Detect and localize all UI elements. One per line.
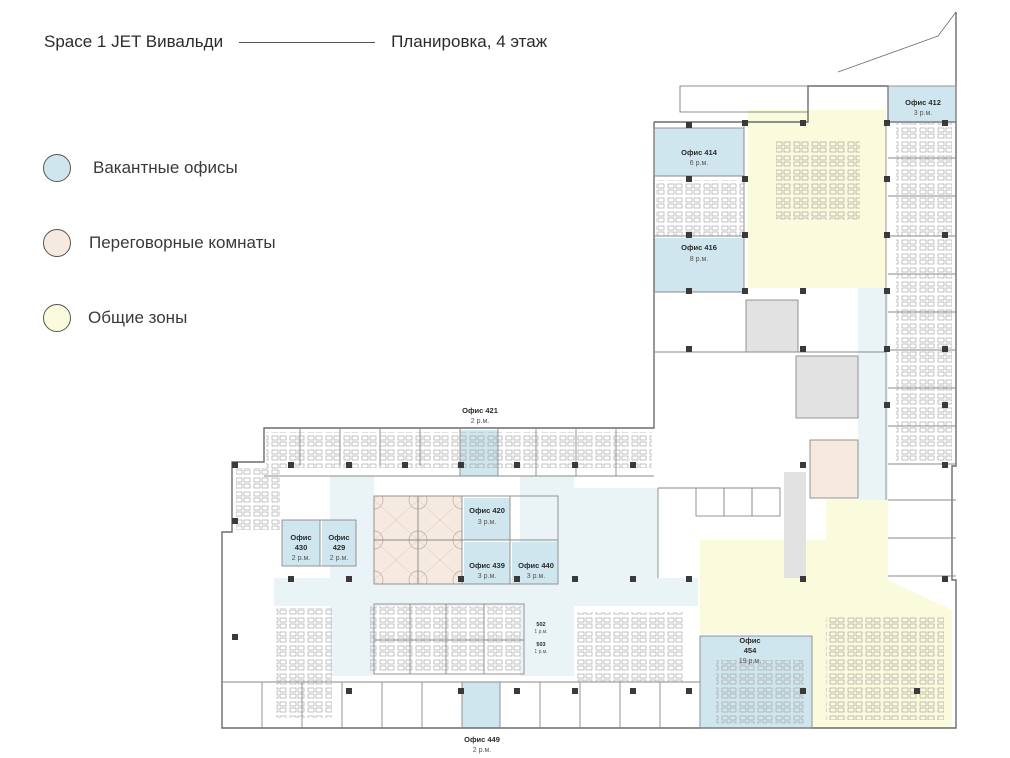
office-412-seats: 3 р.м.: [914, 110, 932, 117]
office-449-seats: 2 р.м.: [473, 747, 491, 754]
office-412-area: [888, 86, 956, 122]
office-429-label: Офис: [328, 533, 349, 542]
office-439-label: Офис 439: [469, 561, 505, 570]
desks-454: [716, 660, 804, 724]
corridor-hall: [574, 488, 658, 578]
office-430-area: [282, 520, 320, 566]
office-414-area: [654, 128, 744, 176]
meeting-room-b: [810, 440, 858, 498]
core-shaft: [784, 472, 806, 578]
office-454-seats: 19 р.м.: [739, 658, 761, 665]
office-420-label: Офис 420: [469, 506, 505, 515]
desks-south2: [576, 612, 684, 682]
office-454-number: 454: [744, 646, 757, 655]
legend-vacant: Вакантные офисы: [43, 154, 238, 182]
office-420-area: [464, 498, 510, 540]
desks-east: [896, 122, 952, 462]
legend-vacant-label: Вакантные офисы: [93, 158, 238, 177]
office-503-seats: 1 р.м.: [534, 649, 547, 655]
office-414-seats: 6 р.м.: [690, 160, 708, 167]
legend-common-label: Общие зоны: [88, 308, 188, 327]
office-440-label: Офис 440: [518, 561, 554, 570]
header-divider: [239, 41, 376, 43]
office-440-seats: 3 р.м.: [527, 573, 545, 580]
office-412-label: Офис 412: [905, 98, 941, 107]
legend-common-swatch: [43, 304, 71, 332]
legend-meeting: Переговорные комнаты: [43, 229, 276, 257]
office-labels: Офис 412 3 р.м. Офис 414 6 р.м. Офис 416…: [290, 98, 940, 754]
desks-west: [236, 468, 280, 530]
partitions: [222, 85, 957, 729]
desks-common: [776, 140, 860, 220]
office-449-area: [462, 682, 500, 728]
corridor-east: [858, 288, 888, 500]
legend-meeting-swatch: [43, 229, 71, 257]
office-439-seats: 3 р.м.: [478, 573, 496, 580]
office-421-label: Офис 421: [462, 406, 498, 415]
office-430-number: 430: [295, 543, 308, 552]
core-middle: [796, 356, 858, 418]
office-416-label: Офис 416: [681, 243, 717, 252]
desks-southwest: [276, 608, 332, 718]
office-429-number: 429: [333, 543, 346, 552]
office-502-seats: 1 р.м.: [534, 629, 547, 635]
columns: [232, 120, 948, 694]
legend-common: Общие зоны: [43, 304, 187, 332]
office-416-seats: 8 р.м.: [690, 256, 708, 263]
office-421-seats: 2 р.м.: [471, 418, 489, 425]
plan-title: Планировка, 4 этаж: [391, 32, 548, 51]
office-454-label: Офис: [739, 636, 760, 645]
office-502-label: 502: [536, 622, 545, 628]
office-416-area: [654, 238, 744, 292]
plan-header: Space 1 JET Вивальди Планировка, 4 этаж: [44, 32, 547, 52]
office-430-label: Офис: [290, 533, 311, 542]
office-420-seats: 3 р.м.: [478, 519, 496, 526]
desks-north: [656, 180, 744, 236]
office-439-area: [464, 542, 510, 584]
building-name: Space 1 JET Вивальди: [44, 32, 224, 51]
legend-vacant-swatch: [43, 154, 71, 182]
legend-meeting-label: Переговорные комнаты: [89, 233, 276, 252]
office-503-label: 503: [536, 642, 545, 648]
office-430-seats: 2 р.м.: [292, 555, 310, 562]
core-north: [746, 300, 798, 352]
desks-southeast: [826, 616, 944, 720]
office-429-area: [322, 520, 356, 566]
office-429-seats: 2 р.м.: [330, 555, 348, 562]
office-414-label: Офис 414: [681, 148, 718, 157]
office-449-label: Офис 449: [464, 735, 500, 744]
